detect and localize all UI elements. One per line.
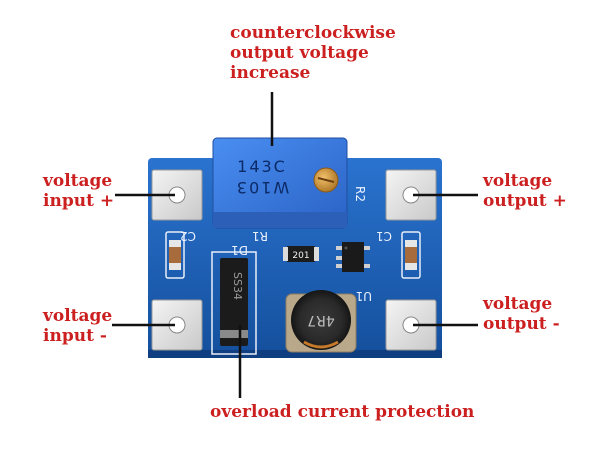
label-voltage-output-minus: voltage output - [483,294,560,334]
annotation-pointers [112,92,478,398]
label-voltage-output-plus: voltage output + [483,171,567,211]
resistor-201 [283,246,319,262]
label-output-minus-line1: voltage [483,294,553,314]
pot-marking-1: 143C [237,157,287,176]
pad-input-minus [151,299,203,351]
diode-ss34 [211,251,257,355]
pcb-edge [148,350,442,358]
silk-d1: D1 [231,243,248,257]
label-input-plus-line2: input + [43,191,115,211]
silk-c2: C2 [180,229,196,243]
inductor-code: 4R7 [307,312,335,328]
label-top-line2: output voltage [230,43,369,63]
label-top-line3: increase [230,63,311,83]
capacitor-c1 [401,231,421,279]
label-counterclockwise: counterclockwise output voltage increase [230,23,396,83]
label-voltage-input-minus: voltage input - [43,306,112,346]
pad-output-minus [385,299,437,351]
resistor-code: 201 [292,251,309,261]
potentiometer [212,137,348,229]
silk-c1: C1 [376,229,392,243]
label-input-plus-line1: voltage [43,171,113,191]
ic-u1 [336,242,370,272]
silk-u1: U1 [356,289,372,303]
inductor-4r7 [285,290,357,353]
label-voltage-input-plus: voltage input + [43,171,114,211]
silk-r1: R1 [252,229,268,243]
label-output-plus-line2: output + [483,191,567,211]
label-overload-current-protection: overload current protection [210,402,475,422]
diode-code: SS34 [231,272,244,300]
silk-r2: R2 [353,186,367,202]
pot-marking-2: W103 [235,178,289,197]
label-output-plus-line1: voltage [483,171,553,191]
label-input-minus-line2: input - [43,326,107,346]
label-top-line1: counterclockwise [230,23,396,43]
pad-input-plus [151,169,203,221]
capacitor-c2 [165,231,185,279]
label-output-minus-line2: output - [483,314,560,334]
adjust-screw-icon[interactable] [313,167,339,193]
label-input-minus-line1: voltage [43,306,113,326]
